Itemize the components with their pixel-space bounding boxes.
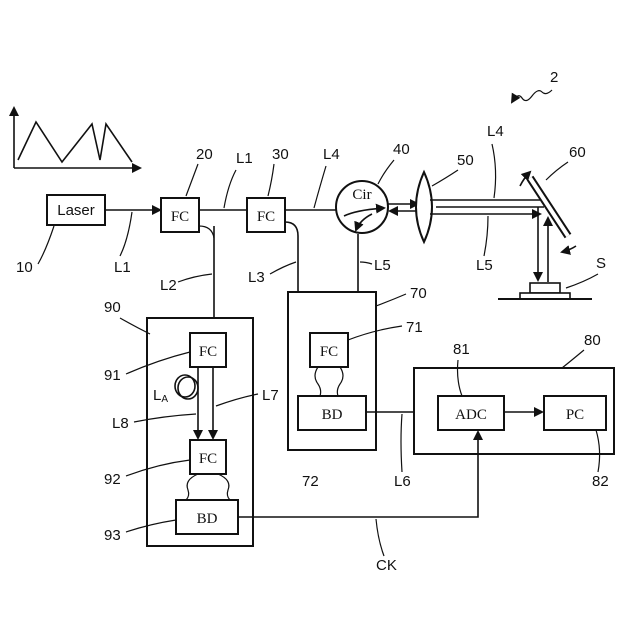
signal-l8: L8 bbox=[112, 415, 129, 432]
ref-91: 91 bbox=[104, 367, 121, 384]
lens-50 bbox=[416, 172, 432, 242]
pc-82-label: PC bbox=[566, 407, 584, 423]
fc-71-label: FC bbox=[320, 344, 338, 360]
adc-81-label: ADC bbox=[455, 407, 487, 423]
ref-10: 10 bbox=[16, 259, 33, 276]
ref-60: 60 bbox=[569, 144, 586, 161]
sample-s-label: S bbox=[596, 255, 606, 272]
sample-stage bbox=[498, 283, 592, 299]
ref-82: 82 bbox=[592, 473, 609, 490]
signal-l6: L6 bbox=[394, 473, 411, 490]
ref-93: 93 bbox=[104, 527, 121, 544]
ref-92: 92 bbox=[104, 471, 121, 488]
signal-l4-right: L4 bbox=[487, 123, 504, 140]
signal-ck: CK bbox=[376, 557, 397, 574]
figure-ref-leader bbox=[512, 90, 552, 102]
ref-71: 71 bbox=[406, 319, 423, 336]
ref-20: 20 bbox=[196, 146, 213, 163]
figure-ref-2: 2 bbox=[550, 69, 558, 86]
ref-70: 70 bbox=[410, 285, 427, 302]
signal-l5-right: L5 bbox=[476, 257, 493, 274]
signal-l1-upper: L1 bbox=[236, 150, 253, 167]
ref-90: 90 bbox=[104, 299, 121, 316]
fc-30-label: FC bbox=[257, 209, 275, 225]
signal-l5-left: L5 bbox=[374, 257, 391, 274]
signal-l1-lower: L1 bbox=[114, 259, 131, 276]
fc-20-label: FC bbox=[171, 209, 189, 225]
fc-91-label: FC bbox=[199, 344, 217, 360]
bd-72-label: BD bbox=[322, 407, 343, 423]
signal-l3: L3 bbox=[248, 269, 265, 286]
bd-93-label: BD bbox=[197, 511, 218, 527]
ref-81: 81 bbox=[453, 341, 470, 358]
laser-label: Laser bbox=[57, 202, 95, 219]
signal-l2: L2 bbox=[160, 277, 177, 294]
ref-40: 40 bbox=[393, 141, 410, 158]
signal-l4-left: L4 bbox=[323, 146, 340, 163]
ref-80: 80 bbox=[584, 332, 601, 349]
ref-30: 30 bbox=[272, 146, 289, 163]
waveform-inset bbox=[14, 108, 140, 168]
fc-92-label: FC bbox=[199, 451, 217, 467]
ref-50: 50 bbox=[457, 152, 474, 169]
ref-72: 72 bbox=[302, 473, 319, 490]
signal-l7: L7 bbox=[262, 387, 279, 404]
circulator-label: Cir bbox=[352, 187, 371, 203]
